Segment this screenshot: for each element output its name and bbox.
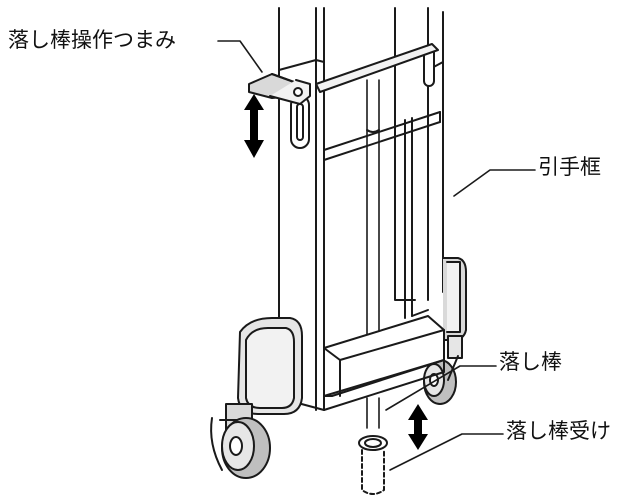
operating-knob: [248, 73, 311, 105]
inner-panel: [323, 111, 441, 319]
front-wheel-housing: [237, 317, 303, 415]
rod-holder: [358, 435, 388, 495]
knob-travel-arrow: [244, 94, 264, 158]
label-rod-holder: 落し棒受け: [506, 419, 611, 443]
rear-wheel-housing: [442, 257, 467, 341]
label-drop-rod: 落し棒: [499, 350, 562, 374]
bottom-rail: [278, 315, 445, 411]
rod-travel-arrow: [408, 404, 428, 450]
label-frame: 引手框: [538, 155, 601, 179]
upper-crossbar: [315, 43, 439, 93]
leader-lines: [217, 40, 536, 471]
front-caster: [210, 403, 271, 479]
label-operating-knob: 落し棒操作つまみ: [8, 28, 176, 52]
rear-caster: [423, 335, 463, 405]
